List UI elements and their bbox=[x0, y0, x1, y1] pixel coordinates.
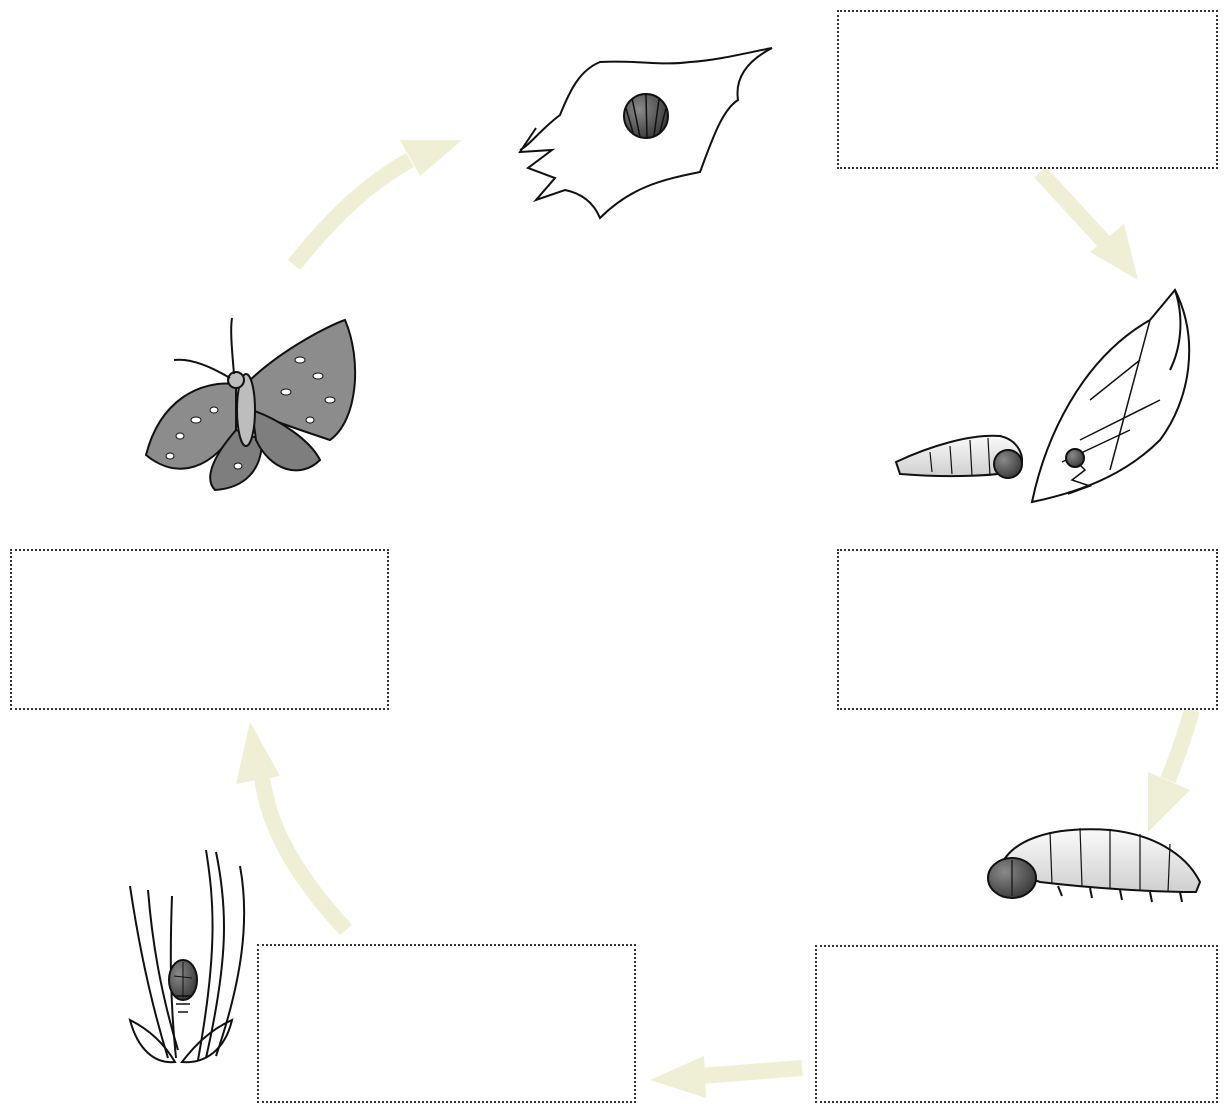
label-box-egg[interactable] bbox=[837, 10, 1218, 169]
arrow-larva-to-pupa bbox=[650, 1056, 802, 1098]
arrow-hatching-to-larva bbox=[1148, 710, 1192, 832]
butterfly-illustration bbox=[146, 318, 355, 490]
egg-on-leaf-illustration bbox=[520, 48, 772, 218]
arrow-egg-to-hatching bbox=[1040, 172, 1138, 280]
caterpillar-on-chewed-leaf-illustration bbox=[896, 290, 1189, 502]
label-box-larva[interactable] bbox=[815, 945, 1218, 1103]
label-box-adult[interactable] bbox=[10, 549, 389, 710]
pupa-in-grass-illustration bbox=[130, 850, 244, 1062]
large-caterpillar-illustration bbox=[988, 828, 1200, 902]
label-box-pupa[interactable] bbox=[257, 944, 636, 1103]
arrow-pupa-to-adult bbox=[236, 722, 346, 930]
arrow-adult-to-egg bbox=[294, 140, 462, 265]
label-box-hatching[interactable] bbox=[837, 549, 1218, 710]
